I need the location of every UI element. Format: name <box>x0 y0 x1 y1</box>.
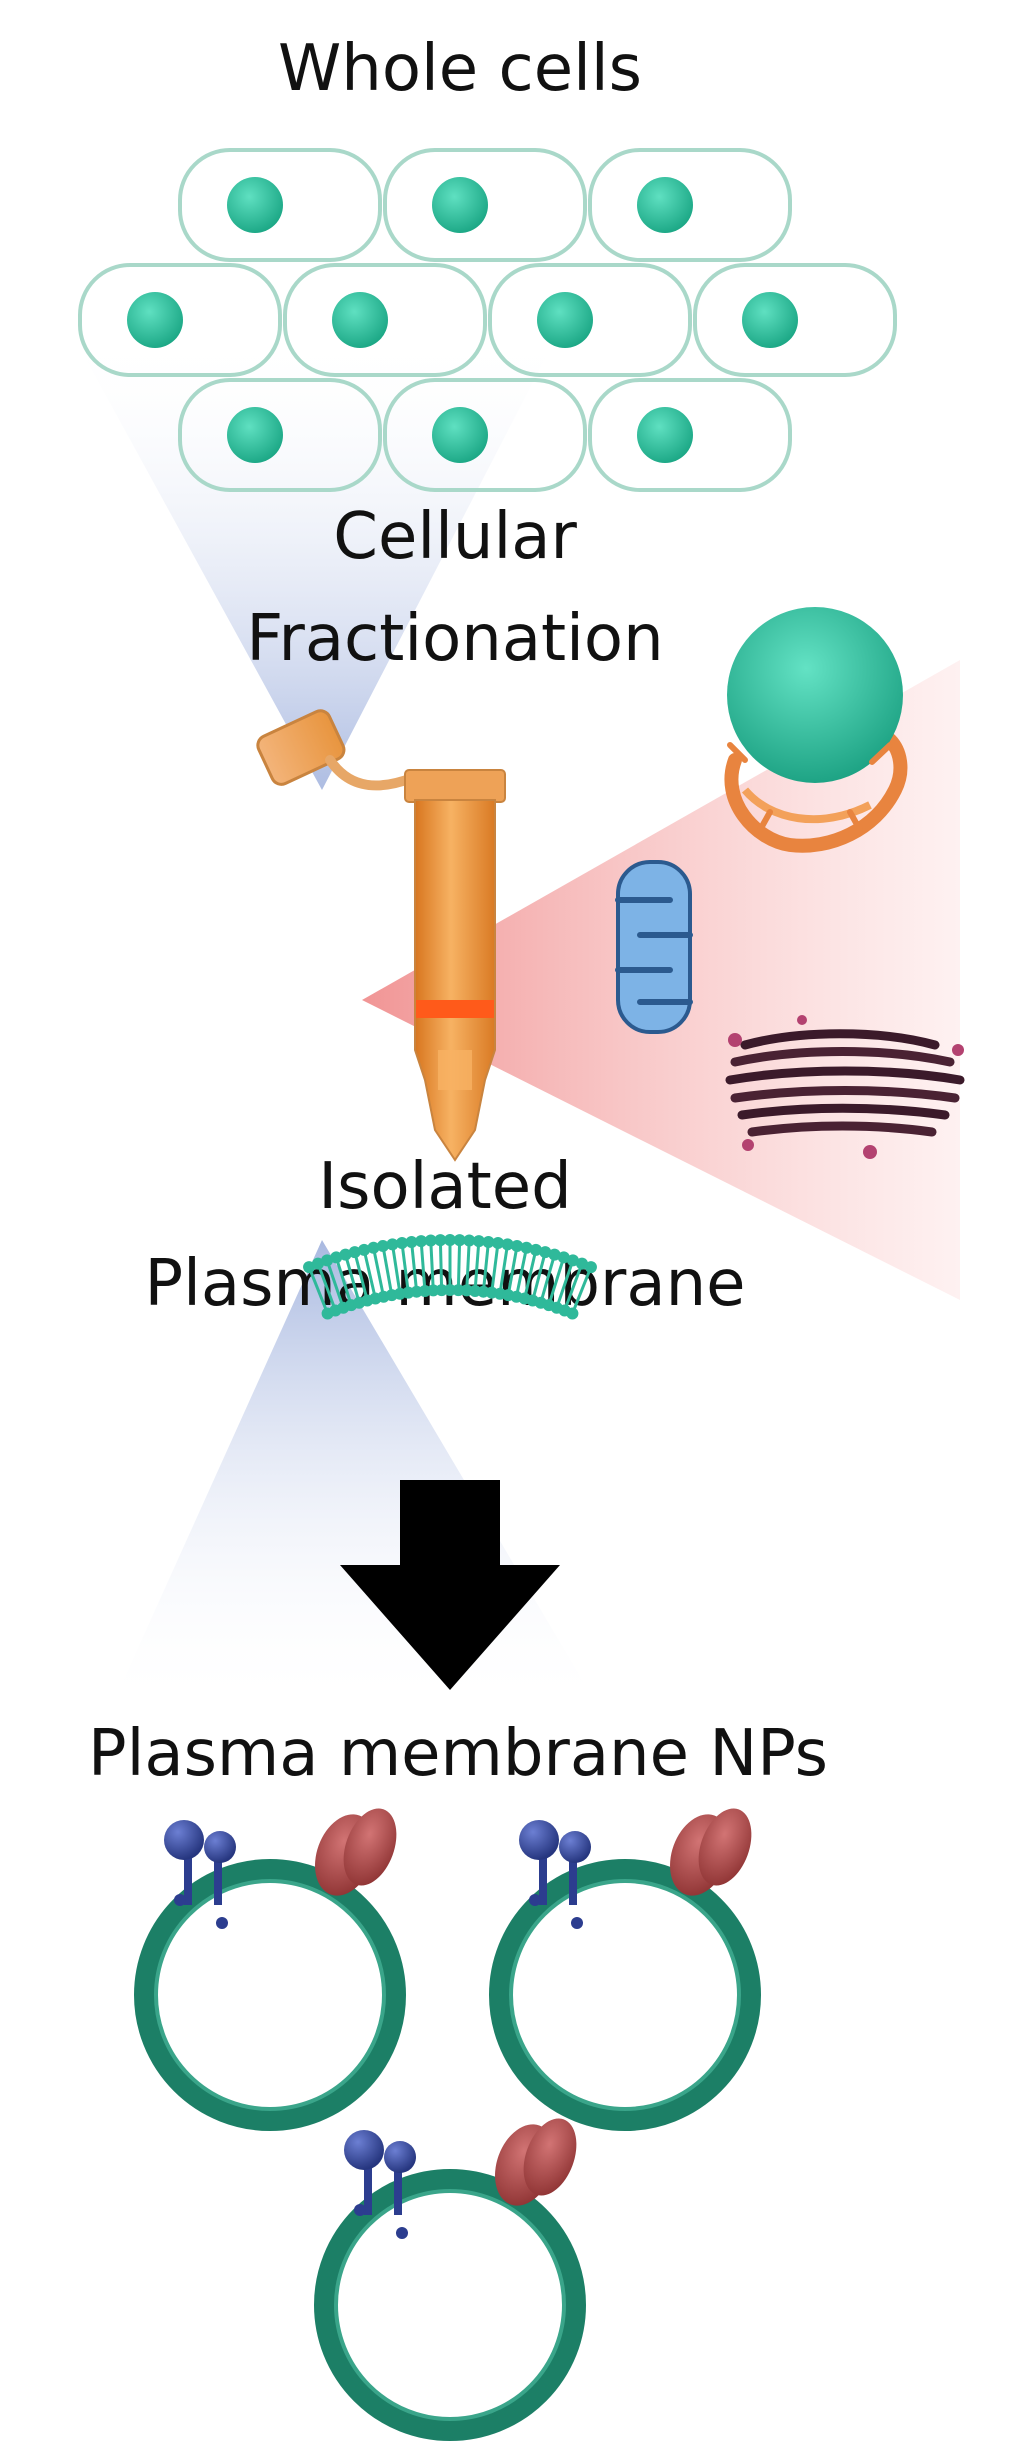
isolated-label-line1: Isolated <box>318 1150 571 1224</box>
mitochondrion-icon <box>615 860 693 1034</box>
whole-cells-label: Whole cells <box>278 32 642 106</box>
lipid-bilayer-icon <box>303 1234 597 1320</box>
fractionation-label-line1: Cellular <box>333 500 577 574</box>
golgi-icon <box>725 1015 965 1159</box>
down-arrow-icon <box>340 1480 560 1690</box>
isolated-label-line2: Plasma membrane <box>145 1247 746 1321</box>
centrifuge-tube-icon <box>256 709 506 1162</box>
cell-layer-icon <box>78 148 897 492</box>
membrane-nanoparticle-icon <box>134 1808 406 2131</box>
nps-label: Plasma membrane NPs <box>88 1717 828 1791</box>
fractionation-label-line2: Fractionation <box>246 602 663 676</box>
membrane-nanoparticle-icon <box>314 2118 586 2441</box>
membrane-nanoparticle-icon <box>489 1808 761 2131</box>
nucleus-er-icon <box>724 607 908 853</box>
